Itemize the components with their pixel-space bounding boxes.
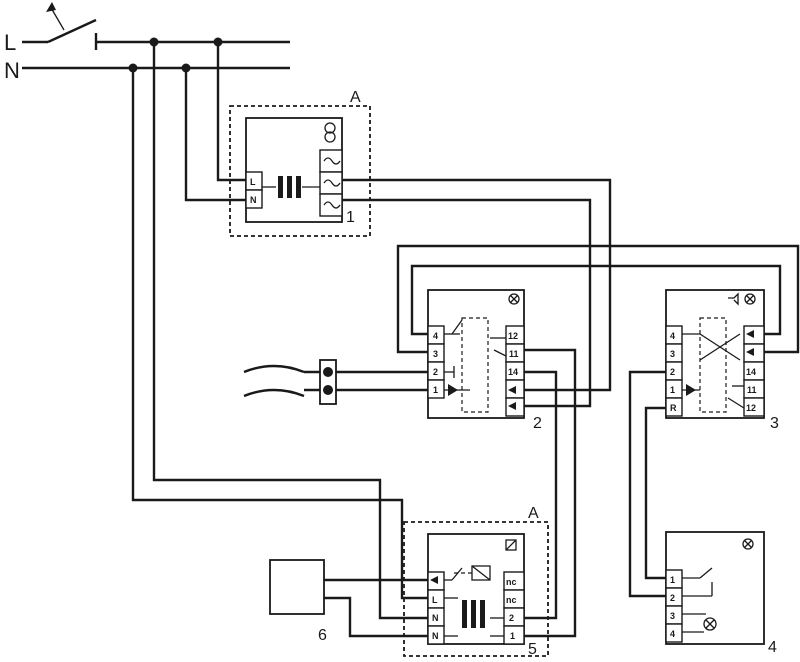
lamp-icon-3 [744,293,756,305]
push-button-connector [319,359,337,405]
line-label: L [4,30,16,55]
module-3-label: 3 [770,415,779,432]
module-2-label: 2 [533,415,542,432]
module-6-label: 6 [318,627,327,644]
m5-pin-n: N [432,613,439,623]
m3-pin-14: 14 [746,367,756,377]
m3-pin-2: 2 [670,367,675,377]
lamp-icon-4 [742,538,754,550]
transformer-symbol-icon [324,122,336,143]
module-4-call-point: 1 2 3 4 [665,531,765,645]
m5-pin-n2: N [432,631,439,641]
enclosure-top [229,105,371,237]
enclosure-bottom [403,521,549,657]
bell-icon [728,292,739,306]
m5-pin-l: L [432,595,438,605]
enclosure-bottom-label: A [528,505,539,522]
module-2-relay: 4 3 2 1 12 11 14 [427,289,525,419]
enclosure-top-label: A [350,89,361,106]
m4-pin-3: 3 [670,611,675,621]
module-1-transformer: L N 1 [245,117,355,226]
module-3-alarm-relay: 4 3 2 1 R 14 11 12 [665,289,765,419]
transformer-icon [262,176,320,198]
lamp-icon-4b [682,613,717,633]
m5-pin-1: 1 [510,631,515,641]
m2-pin-4: 4 [433,331,438,341]
relay-icon [505,539,517,551]
m5-pin-nc2: nc [506,595,517,605]
m2-pin-14: 14 [508,367,518,377]
m4-pin-4: 4 [670,629,675,639]
m3-pin-11: 11 [747,385,757,395]
m2-pin-1: 1 [433,385,438,395]
m5-pin-2: 2 [509,613,514,623]
lamp-icon [508,293,520,305]
m2-pin-2: 2 [433,367,438,377]
module-1-label: 1 [346,209,355,226]
m3-pin-4: 4 [670,331,675,341]
switch-icon [682,567,713,597]
main-switch-icon [22,2,98,50]
m5-pin-nc1: nc [506,577,517,587]
module-4-label: 4 [768,639,777,656]
m2-pin-3: 3 [433,349,438,359]
m3-pin-r: R [670,403,677,413]
neutral-label: N [4,58,20,83]
module-5-power-module: L N N nc nc 2 1 [427,533,525,645]
transformer-icon-5 [444,597,504,637]
m3-pin-12: 12 [746,403,756,413]
m3-pin-3: 3 [670,349,675,359]
module-6-load [269,559,325,615]
supply-lines: L N [4,2,290,83]
wires [131,42,800,638]
module-5-label: 5 [528,641,537,658]
m4-pin-1: 1 [670,575,675,585]
m3-pin-1: 1 [670,385,675,395]
m2-pin-12: 12 [508,331,518,341]
m2-pin-11: 11 [509,349,519,359]
m4-pin-2: 2 [670,593,675,603]
m1-terminal-l: L [250,177,256,187]
m1-terminal-n: N [250,195,257,205]
